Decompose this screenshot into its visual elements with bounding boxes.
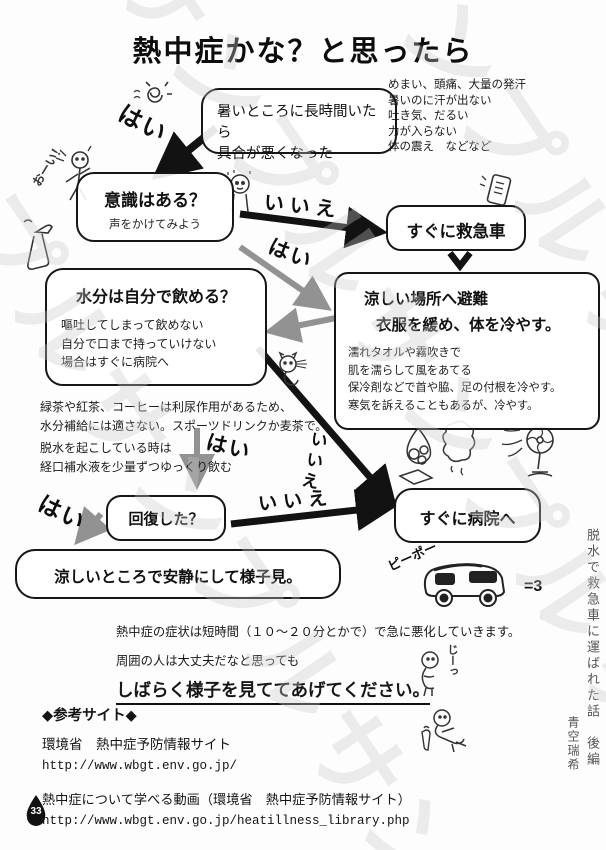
recover-box: 回復した？ <box>106 495 226 541</box>
symptom-item: 吐き気、だるい <box>388 110 469 122</box>
drink-note: 場合はすぐに病院へ <box>61 355 170 369</box>
rest-box: 涼しいところで安静にして様子見。 <box>15 549 341 599</box>
reference1-name: 環境省 熱中症予防情報サイト <box>42 737 231 752</box>
dash-text: =3 <box>524 578 543 595</box>
reference2-name: 熱中症について学べる動画（環境省 熱中症予防情報サイト） <box>42 792 411 807</box>
page-number-drop: 33 <box>24 794 48 826</box>
spray-bottle-doodle <box>16 214 60 274</box>
drink-extra-line: 経口補水液を少量ずつゆっくり飲む <box>40 460 233 474</box>
cool-place-box: 涼しい場所へ避難 衣服を緩め、体を冷やす。 濡れタオルや霧吹きで 肌を濡らして風… <box>334 272 600 430</box>
symptom-list: めまい、頭痛、大量の発汗 暑いのに汗が出ない 吐き気、だるい 力が入らない 体の… <box>388 78 603 156</box>
start-box-line1: 暑いところに長時間いたら <box>217 104 377 141</box>
reference2-url: http://www.wbgt.env.go.jp/heatillness_li… <box>42 814 410 828</box>
drink-extra-line: 脱水を起こしている時は <box>40 441 172 455</box>
warning-line3: しばらく様子を見ててあげてください。 <box>116 677 430 705</box>
reference1-url: http://www.wbgt.env.go.jp/ <box>42 759 238 773</box>
fan-doodle <box>498 416 568 486</box>
page-number: 33 <box>30 806 42 817</box>
cool-place-title1: 涼しい場所へ避難 <box>364 291 489 308</box>
ambulance-box: すぐに救急車 <box>386 205 526 251</box>
warning-line2: 周囲の人は大丈夫だなと思っても <box>116 654 300 668</box>
side-author-name: 青空瑞希 <box>566 716 580 772</box>
sun-doodle <box>132 78 178 112</box>
cool-place-title2: 衣服を緩め、体を冷やす。 <box>376 317 561 334</box>
calling-person-doodle: おーい！ <box>30 141 100 208</box>
phone-doodle <box>478 170 520 208</box>
cool-place-note: 濡れタオルや霧吹きで <box>348 347 461 359</box>
consciousness-note: 声をかけてみよう <box>109 219 201 231</box>
side-story-title: 脱水で救急車に運ばれた話 後編 <box>585 528 600 768</box>
symptom-item: めまい、頭痛、大量の発汗 <box>388 79 526 91</box>
drink-question: 水分は自分で飲める？ <box>75 289 236 306</box>
start-box-line2: 具合が悪くなった <box>217 146 333 162</box>
cool-place-note: 寒気を訴えることもあるが、冷やす。 <box>348 399 539 412</box>
consciousness-box: 意識はある？ 声をかけてみよう <box>76 172 234 242</box>
ambulance-doodle: ピーポー =3 <box>386 539 542 614</box>
drink-note: 自分で口まで持っていけない <box>61 336 217 351</box>
hospital-box: すぐに病院へ <box>394 488 541 543</box>
warning-line1: 熱中症の症状は短時間（１０～２０分とかで）で急に悪化していきます。 <box>116 625 521 639</box>
watching-person-doodle: じーっ <box>412 644 458 700</box>
drink-note: 嘔吐してしまって飲めない <box>61 318 204 332</box>
cool-place-note: 肌を濡らして風をあてる <box>348 364 472 377</box>
reference-block: ◆参考サイト◆ 環境省 熱中症予防情報サイト http://www.wbgt.e… <box>42 704 482 828</box>
start-box: 暑いところに長時間いたら 具合が悪くなった <box>201 88 397 162</box>
recover-question: 回復した？ <box>128 511 204 528</box>
reference-header: ◆参考サイト◆ <box>42 708 137 724</box>
hospital-label: すぐに病院へ <box>419 511 516 528</box>
cool-place-note: 保冷剤などで首や脇、足の付根を冷やす。 <box>348 382 562 394</box>
stare-text: じーっ <box>446 644 458 677</box>
drink-extra-line: 緑茶や紅茶、コーヒーは利尿作用があるため、 <box>40 400 293 414</box>
drink-extra-notes: 緑茶や紅茶、コーヒーは利尿作用があるため、 水分補給には適さない。スポーツドリン… <box>40 398 340 477</box>
consciousness-question: 意識はある？ <box>104 191 206 210</box>
drink-box: 水分は自分で飲める？ 嘔吐してしまって飲めない 自分で口まで持っていけない 場合… <box>45 268 267 386</box>
warning-block: 熱中症の症状は短時間（１０～２０分とかで）で急に悪化していきます。 周囲の人は大… <box>116 622 536 705</box>
symptom-item: 暑いのに汗が出ない <box>388 94 492 107</box>
symptom-item: 体の震え などなど <box>388 141 492 153</box>
lying-person-doodle <box>412 702 492 756</box>
cat-doodle <box>272 348 324 390</box>
ambulance-label: すぐに救急車 <box>406 223 506 241</box>
drink-extra-line: 水分補給には適さない。スポーツドリンクか麦茶で。 <box>40 419 328 433</box>
page-title: 熱中症かな？と思ったら <box>132 36 474 68</box>
ice-pack-doodle <box>396 424 448 494</box>
symptom-item: 力が入らない <box>388 125 457 138</box>
rest-label: 涼しいところで安静にして様子見。 <box>54 569 302 586</box>
